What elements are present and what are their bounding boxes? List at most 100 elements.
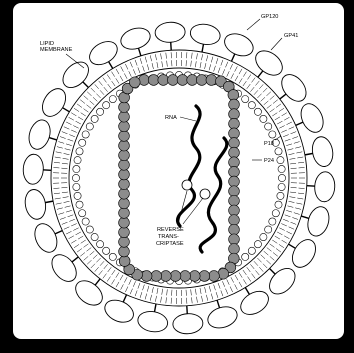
p18-matrix-bead — [260, 115, 267, 122]
reverse-transcriptase-1 — [182, 180, 192, 190]
p18-matrix-bead — [82, 131, 89, 138]
p18-matrix-bead — [275, 148, 282, 155]
p24-capsid-bead — [167, 75, 178, 86]
p24-capsid-bead — [148, 75, 159, 86]
p18-matrix-bead — [76, 201, 83, 208]
p24-capsid-bead — [228, 90, 239, 101]
p24-capsid-bead — [119, 121, 130, 132]
p24-capsid-bead — [196, 75, 207, 86]
p18-matrix-bead — [265, 123, 272, 130]
p24-capsid-bead — [119, 236, 130, 247]
p18-matrix-bead — [73, 183, 80, 190]
p24-capsid-bead — [119, 208, 130, 219]
p24-capsid-bead — [119, 140, 130, 151]
p18-matrix-bead — [74, 192, 81, 199]
p24-capsid-bead — [229, 215, 240, 226]
p24-capsid-bead — [229, 147, 240, 158]
p24-capsid-bead — [158, 75, 169, 86]
p24-capsid-bead — [177, 75, 188, 86]
p24-capsid-bead — [151, 271, 162, 282]
p24-capsid-bead — [229, 157, 240, 168]
reverse-transcriptase-2 — [200, 189, 210, 199]
p24-capsid-bead — [119, 150, 130, 161]
p18-matrix-bead — [74, 157, 81, 164]
p18-matrix-bead — [76, 148, 83, 155]
p18-matrix-bead — [269, 218, 276, 225]
p24-capsid-bead — [229, 138, 240, 149]
p24-capsid-bead — [229, 186, 240, 197]
p24-capsid-bead — [129, 77, 140, 88]
p18-matrix-bead — [109, 95, 116, 102]
p18-matrix-bead — [109, 253, 116, 260]
p18-matrix-bead — [277, 157, 284, 164]
p18-matrix-bead — [103, 247, 110, 254]
p18-matrix-bead — [278, 165, 285, 172]
p24-capsid-bead — [119, 217, 130, 228]
p18-matrix-bead — [277, 192, 284, 199]
p18-matrix-bead — [248, 247, 255, 254]
p24-capsid-bead — [119, 188, 130, 199]
p24-capsid-bead — [119, 131, 130, 142]
p24-capsid-bead — [119, 227, 130, 238]
p18-matrix-bead — [254, 241, 261, 248]
p18-label: P18 — [264, 141, 274, 147]
p18-matrix-bead — [91, 233, 98, 240]
p24-capsid-bead — [229, 224, 240, 235]
p24-capsid-bead — [229, 128, 240, 139]
p18-matrix-bead — [260, 233, 267, 240]
p18-matrix-bead — [278, 183, 285, 190]
gp41-label: GP41 — [284, 33, 298, 39]
p24-capsid-bead — [180, 271, 191, 282]
p18-matrix-bead — [79, 139, 86, 146]
p24-capsid-bead — [170, 271, 181, 282]
reverse-transcriptase-label-line2: TRANS- — [158, 234, 179, 240]
p24-capsid-bead — [119, 179, 130, 190]
p18-matrix-bead — [96, 108, 103, 115]
p24-capsid-bead — [119, 102, 130, 113]
p18-matrix-bead — [242, 95, 249, 102]
p24-capsid-bead — [160, 271, 171, 282]
p18-matrix-bead — [248, 102, 255, 109]
p18-matrix-bead — [272, 210, 279, 217]
p18-matrix-bead — [96, 241, 103, 248]
p18-matrix-bead — [79, 210, 86, 217]
p24-capsid-bead — [187, 75, 198, 86]
p24-capsid-bead — [229, 176, 240, 187]
p24-capsid-bead — [229, 205, 240, 216]
p18-matrix-bead — [278, 174, 285, 181]
p24-capsid-bead — [229, 109, 240, 120]
p18-matrix-bead — [242, 253, 249, 260]
rna-label: RNA — [165, 115, 177, 121]
p18-matrix-bead — [72, 174, 79, 181]
lipid-membrane-label-line2: MEMBRANE — [40, 47, 73, 53]
p18-matrix-bead — [265, 226, 272, 233]
p24-capsid-bead — [229, 118, 240, 129]
p18-matrix-bead — [73, 165, 80, 172]
p24-capsid-bead — [229, 244, 240, 255]
p18-matrix-bead — [86, 226, 93, 233]
p18-matrix-bead — [91, 115, 98, 122]
p18-matrix-bead — [269, 131, 276, 138]
p18-matrix-bead — [254, 108, 261, 115]
p24-capsid-bead — [229, 99, 240, 110]
p24-capsid-bead — [189, 271, 200, 282]
p24-capsid-bead — [119, 198, 130, 209]
reverse-transcriptase-label-line1: REVERSE — [157, 227, 184, 233]
p18-matrix-bead — [103, 102, 110, 109]
p18-matrix-bead — [86, 123, 93, 130]
p24-capsid-bead — [229, 166, 240, 177]
p24-capsid-bead — [206, 75, 217, 86]
white-panel — [13, 3, 344, 339]
p18-matrix-bead — [82, 218, 89, 225]
p24-capsid-bead — [119, 246, 130, 257]
p24-capsid-bead — [119, 159, 130, 170]
gp120-label: GP120 — [261, 14, 278, 20]
p24-capsid-bead — [119, 256, 130, 267]
p24-capsid-bead — [119, 111, 130, 122]
p24-capsid-bead — [119, 169, 130, 180]
p24-capsid-bead — [209, 271, 220, 282]
p18-matrix-bead — [275, 201, 282, 208]
p24-capsid-bead — [229, 234, 240, 245]
